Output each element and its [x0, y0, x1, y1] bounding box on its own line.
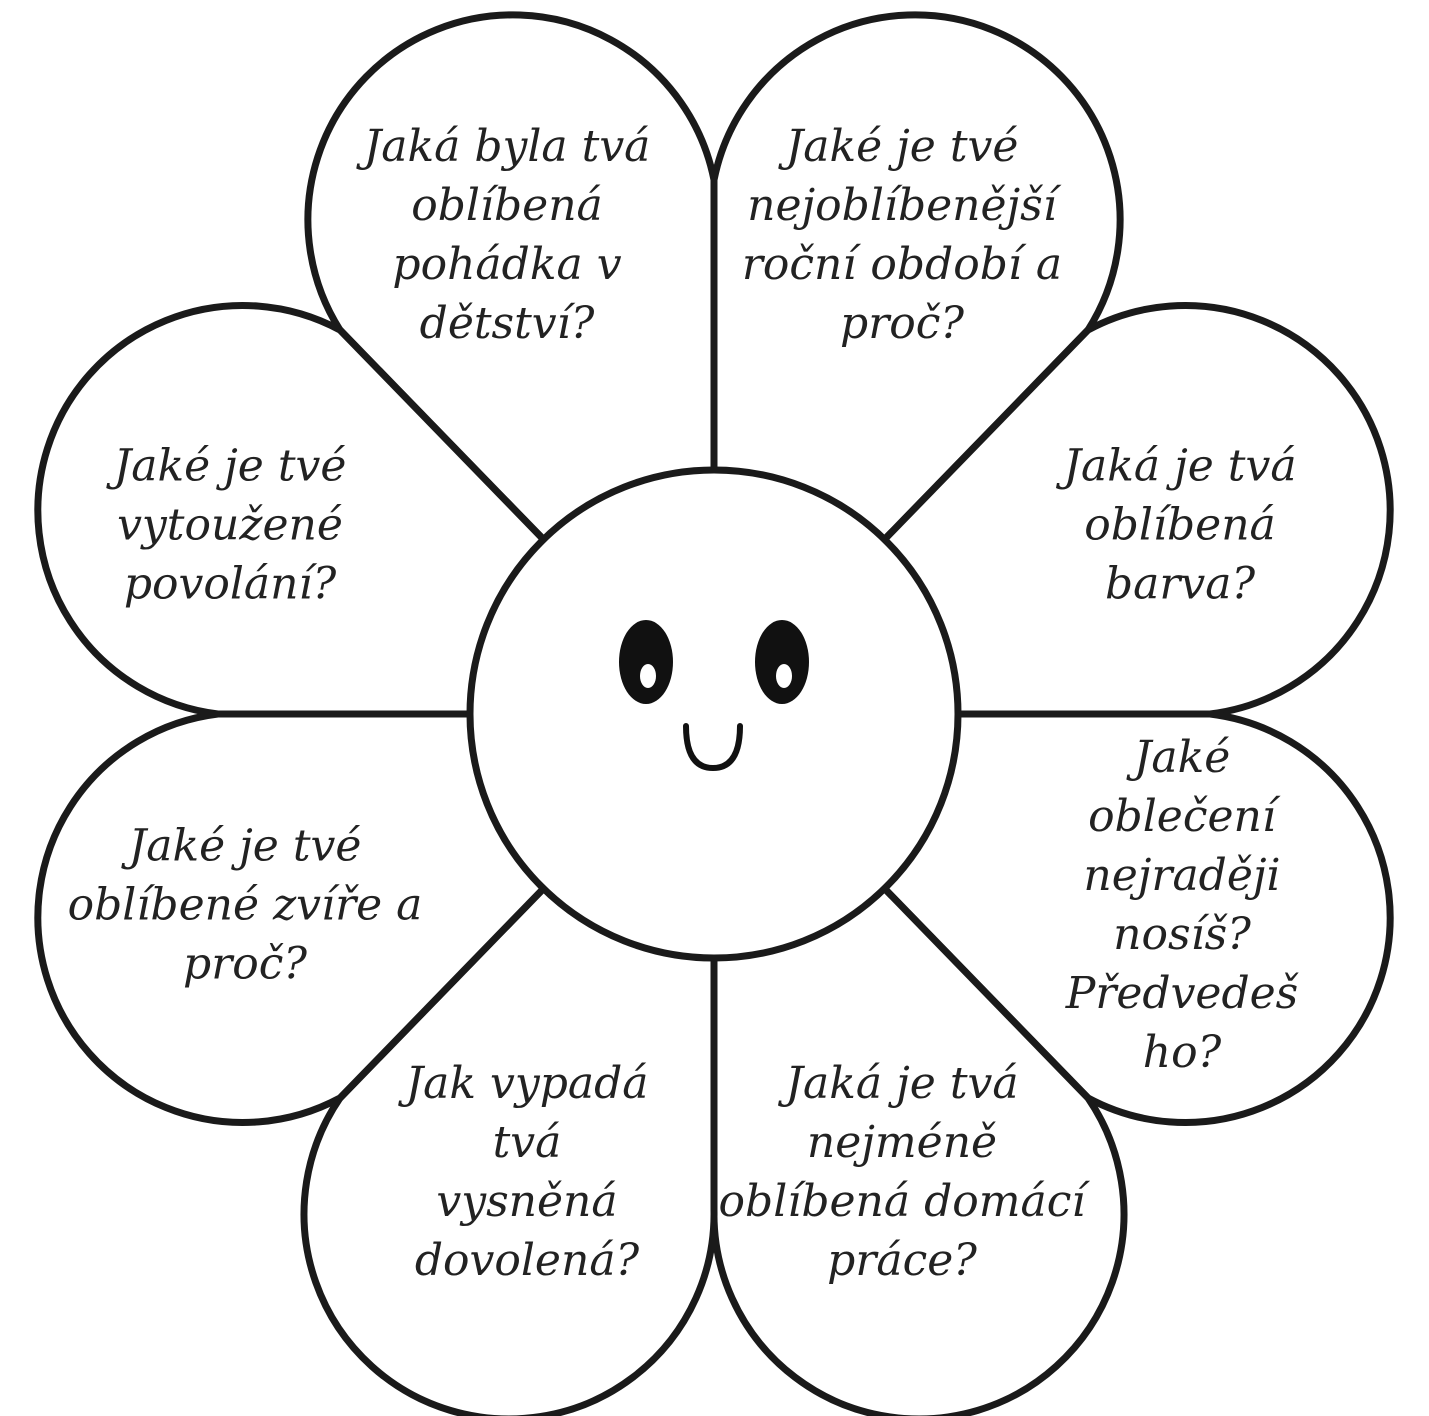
left-eye: [619, 620, 673, 704]
right-eye-highlight: [776, 664, 792, 688]
petal-question-left-upper: Jaké je tvé vytoužené povolání?: [113, 440, 347, 610]
petals-group: [34, 11, 1394, 1416]
petal-question-bottom-right: Jaká je tvá nejméně oblíbená domácí prác…: [718, 1058, 1086, 1286]
petal-question-left-lower: Jaké je tvé oblíbené zvíře a proč?: [67, 820, 423, 990]
petal-question-bottom-left: Jak vypadá tvá vysněná dovolená?: [405, 1058, 649, 1286]
petal-question-right-upper: Jaká je tvá oblíbená barva?: [1063, 440, 1297, 610]
petal-question-top-right: Jaké je tvé nejoblíbenější roční období …: [741, 121, 1063, 349]
petal-right-lower: [880, 710, 1394, 1126]
smile-mouth: [683, 723, 743, 772]
petal-right-upper: [880, 302, 1394, 718]
petal-top-left: [304, 11, 718, 544]
petal-question-top-left: Jaká byla tvá oblíbená pohádka v dětství…: [363, 121, 651, 349]
left-eye-highlight: [640, 664, 656, 688]
petal-bottom-right: [710, 884, 1128, 1416]
smiley-face: [619, 620, 809, 772]
petal-bottom-left: [300, 884, 718, 1416]
flower-center: [466, 466, 962, 962]
petal-left-lower: [34, 710, 548, 1126]
right-eye: [755, 620, 809, 704]
petal-top-right: [710, 11, 1124, 544]
petal-question-right-lower: Jaké oblečení nejraději nosíš? Předvedeš…: [1065, 732, 1299, 1078]
petal-left-upper: [34, 302, 548, 718]
